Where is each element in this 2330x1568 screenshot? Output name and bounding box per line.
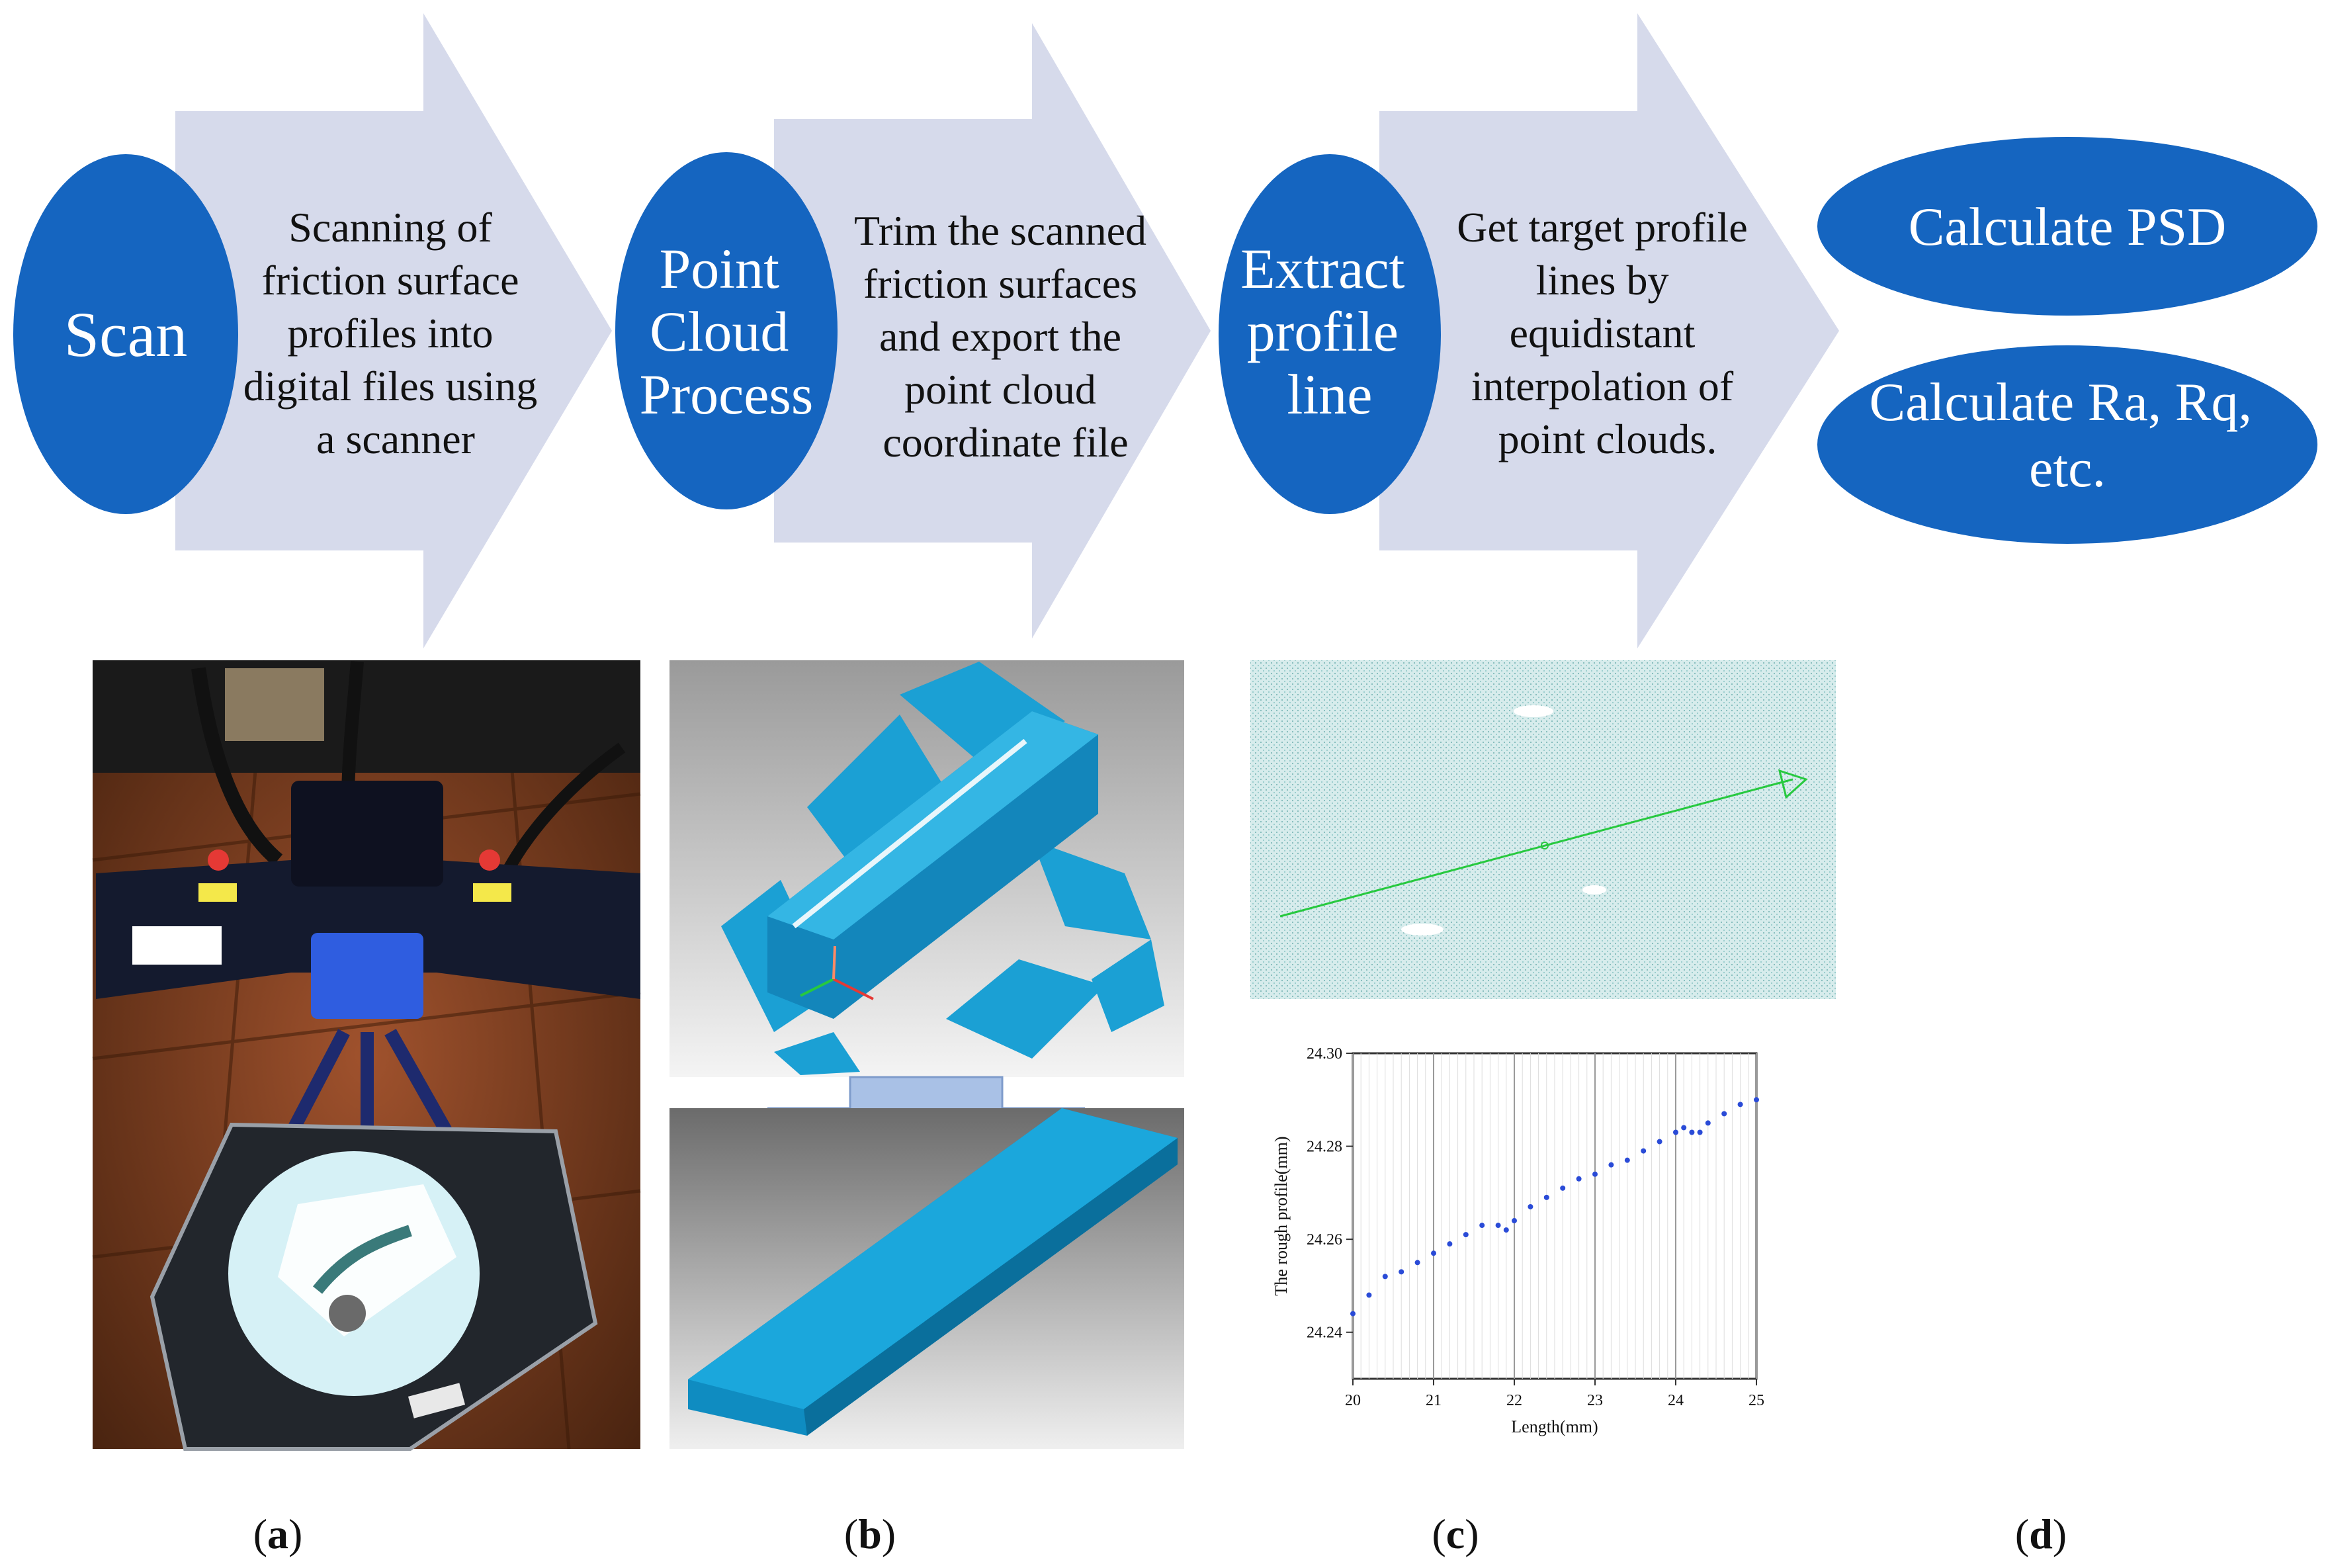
rough-profile-chart: 20 21 22 23 24 25 24.24 24.26 24.28 24.30 Length(… — [1272, 1045, 1764, 1436]
process-arrow-extract — [1379, 13, 1839, 648]
chart-data-point — [1382, 1274, 1388, 1280]
chart-data-point — [1495, 1223, 1501, 1229]
panel-label-c: (c) — [1432, 1510, 1479, 1557]
chart-x-tick-label: 24 — [1668, 1392, 1684, 1409]
chart-data-point — [1576, 1176, 1582, 1182]
process-arrow-scan — [175, 13, 612, 648]
chart-y-tick-label: 24.30 — [1307, 1045, 1342, 1063]
panel-label-b: (b) — [844, 1510, 896, 1557]
step-label-extract: Extract profile line — [1240, 237, 1419, 426]
chart-data-point — [1399, 1269, 1404, 1275]
point-cloud-raw-model — [669, 660, 1184, 1077]
step-ellipse-extract — [1219, 154, 1441, 514]
step-ellipse-point-cloud — [615, 152, 838, 509]
panel-label-d: (d) — [2015, 1510, 2067, 1557]
chart-data-point — [1689, 1129, 1695, 1135]
chart-data-point — [1608, 1162, 1614, 1168]
chart-data-point — [1479, 1223, 1485, 1229]
chart-data-point — [1543, 1194, 1549, 1200]
step-ellipse-scan — [13, 154, 238, 514]
chart-y-tick-label: 24.28 — [1307, 1139, 1342, 1156]
chart-x-tick-label: 25 — [1748, 1392, 1764, 1409]
process-arrow-point-cloud — [774, 23, 1211, 638]
chart-data-point — [1592, 1171, 1598, 1177]
scanner-photo — [92, 660, 641, 1451]
step-label-point-cloud: Point Cloud Process — [640, 237, 814, 426]
step-label-scan: Scan — [64, 299, 188, 370]
chart-data-point — [1681, 1125, 1687, 1131]
output-ellipse-psd — [1817, 137, 2317, 316]
chart-grid — [1352, 1053, 1757, 1379]
chart-x-tick-label: 20 — [1345, 1392, 1361, 1409]
chart-data-point — [1414, 1260, 1420, 1266]
point-cloud-surface — [1250, 660, 1836, 999]
chart-data-point — [1705, 1120, 1711, 1126]
output-label-roughness: Calculate Ra, Rq, etc. — [1870, 372, 2266, 498]
chart-data-point — [1503, 1227, 1509, 1233]
chart-data-point — [1754, 1097, 1759, 1103]
point-cloud-trimmed-model — [669, 1108, 1184, 1449]
chart-xlabel: Length(mm) — [1511, 1417, 1598, 1436]
chart-data-point — [1673, 1129, 1678, 1135]
arrow-text-extract: Get target profile lines by equidistant … — [1457, 204, 1758, 462]
chart-data-point — [1366, 1292, 1372, 1298]
chart-x-tick-label: 21 — [1426, 1392, 1442, 1409]
chart-ylabel: The rough profile(mm) — [1272, 1136, 1291, 1295]
chart-y-tick-label: 24.24 — [1307, 1325, 1342, 1342]
chart-data-points — [1350, 1097, 1759, 1317]
arrow-text-point-cloud: Trim the scanned friction surfaces and e… — [854, 207, 1157, 466]
chart-x-tick-label: 22 — [1506, 1392, 1522, 1409]
output-label-psd: Calculate PSD — [1909, 196, 2227, 257]
output-ellipse-roughness — [1817, 345, 2317, 544]
chart-data-point — [1528, 1203, 1533, 1209]
chart-data-point — [1463, 1232, 1469, 1238]
chart-data-point — [1721, 1111, 1727, 1117]
profile-line — [1279, 778, 1793, 918]
chart-data-point — [1431, 1250, 1436, 1256]
chart-data-point — [1350, 1311, 1356, 1317]
chart-data-point — [1447, 1241, 1453, 1247]
panel-label-a: (a) — [253, 1510, 303, 1557]
chart-data-point — [1657, 1139, 1662, 1145]
chart-y-tick-label: 24.26 — [1307, 1231, 1342, 1248]
chart-data-point — [1512, 1218, 1517, 1224]
chart-ticks: 20 21 22 23 24 25 24.24 24.26 24.28 24.30 — [1307, 1045, 1764, 1409]
chart-data-point — [1624, 1157, 1630, 1163]
chart-data-point — [1560, 1185, 1566, 1191]
chart-data-point — [1737, 1102, 1743, 1108]
chart-data-point — [1641, 1148, 1647, 1154]
chart-x-tick-label: 23 — [1587, 1392, 1603, 1409]
arrow-text-scan: Scanning of friction surface profiles in… — [243, 204, 548, 462]
chart-data-point — [1697, 1129, 1703, 1135]
